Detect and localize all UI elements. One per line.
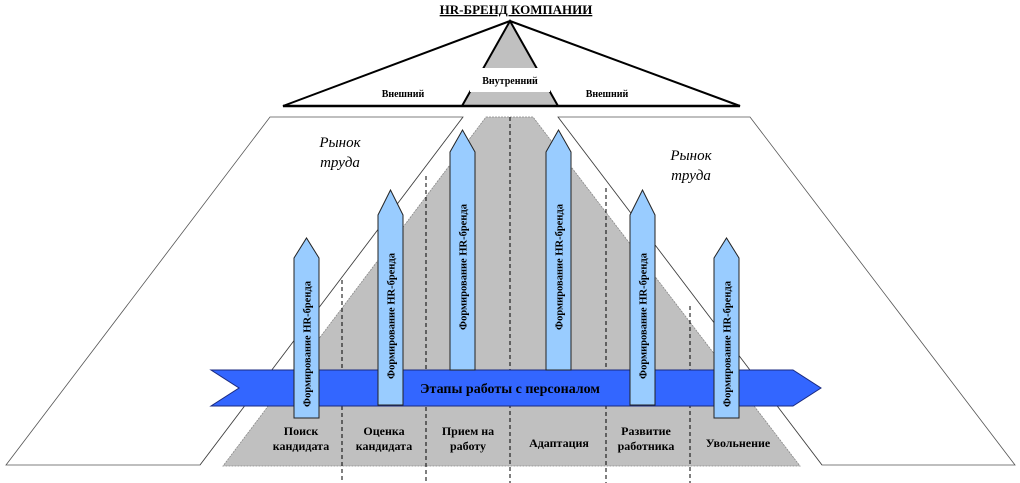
brand-formation-arrow: Формирование HR-бренда [545,128,572,371]
labor-market-left-line1: Рынок [318,135,361,151]
arrow-shape [377,188,404,406]
inner-label-background [470,68,550,92]
labor-market-right-line1: Рынок [669,148,712,164]
labor-market-left-edge [199,116,464,466]
labor-market-right-edge [557,116,823,466]
internal-label: Внутренний [482,76,538,87]
stages-banner [209,369,822,407]
stage-label: Увольнение [706,436,771,450]
brand-formation-arrow: Формирование HR-бренда [713,237,740,419]
stage-label: Адаптация [529,436,589,450]
external-right-label: Внешний [586,89,629,100]
arrow-shape [629,188,656,406]
arrow-label: Формирование HR-бренда [303,280,314,407]
labor-market-left-line2: труда [320,155,360,171]
stages-banner-label: Этапы работы с персоналом [420,382,600,397]
brand-formation-arrow: Формирование HR-бренда [629,188,656,406]
arrow-shape [545,128,572,371]
brand-formation-arrow: Формирование HR-бренда [293,237,320,419]
arrow-label: Формирование HR-бренда [555,203,566,330]
labor-market-right-line2: труда [671,168,711,184]
diagram-title: HR-БРЕНД КОМПАНИИ [440,2,593,17]
arrow-label: Формирование HR-бренда [723,280,734,407]
arrow-shape [713,237,740,419]
arrow-shape [449,128,476,371]
arrow-shape [293,237,320,419]
arrow-label: Формирование HR-бренда [639,252,650,379]
arrow-label: Формирование HR-бренда [459,203,470,330]
arrow-label: Формирование HR-бренда [387,252,398,379]
brand-triangle: Внешний Внутренний Внешний [282,18,741,108]
brand-formation-arrow: Формирование HR-бренда [449,128,476,371]
brand-formation-arrow: Формирование HR-бренда [377,188,404,406]
external-left-label: Внешний [382,89,425,100]
